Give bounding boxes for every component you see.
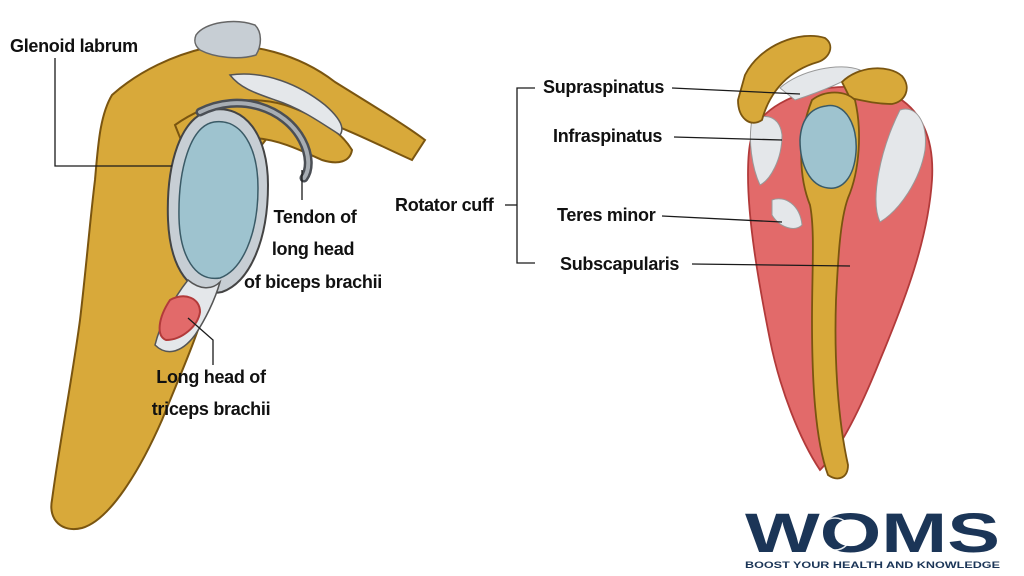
triceps-long-head: [158, 295, 202, 342]
label-rotator-cuff: Rotator cuff: [395, 195, 495, 215]
globe-icon: [818, 517, 852, 551]
coracoid-tip: [840, 67, 908, 105]
leader-triceps: [187, 317, 214, 365]
scapular-spine: [800, 91, 860, 480]
leader-subscapularis: [691, 263, 851, 267]
acromion-cap: [194, 20, 262, 59]
label-triceps-line1: Long head of: [156, 367, 267, 387]
label-subscapularis: Subscapularis: [560, 254, 679, 274]
logo-letters: WOMS: [745, 501, 1000, 564]
label-biceps-line2: long head: [272, 239, 354, 259]
label-teres-minor: Teres minor: [557, 205, 656, 225]
scapula-lateral-view: [50, 20, 427, 531]
woms-logo: WOMS BOOST YOUR HEALTH AND KNOWLEDGE: [745, 501, 1000, 571]
label-infraspinatus: Infraspinatus: [553, 126, 662, 146]
glenoid-cartilage: [178, 120, 259, 280]
logo-tagline: BOOST YOUR HEALTH AND KNOWLEDGE: [745, 560, 1000, 571]
leader-infraspinatus: [673, 136, 783, 141]
label-supraspinatus: Supraspinatus: [543, 77, 664, 97]
label-biceps-line1: Tendon of: [274, 207, 358, 227]
label-biceps-line3: of biceps brachii: [244, 272, 382, 292]
coracoacromial-ligament: [228, 73, 343, 137]
leader-supraspinatus: [671, 87, 801, 95]
label-triceps-line2: triceps brachii: [152, 399, 271, 419]
acromion-process: [737, 34, 832, 124]
rotator-cuff-view: [737, 34, 934, 480]
label-glenoid-labrum: Glenoid labrum: [10, 36, 138, 56]
leader-glenoid-labrum: [54, 58, 172, 167]
leader-teres-minor: [661, 215, 783, 223]
subscapularis-tendon: [875, 108, 926, 223]
infraspinatus-tendon: [749, 116, 783, 186]
supraspinatus-tendon: [779, 66, 861, 101]
glenoid-cavity: [799, 104, 857, 189]
rotator-cuff-bracket: [516, 87, 535, 264]
